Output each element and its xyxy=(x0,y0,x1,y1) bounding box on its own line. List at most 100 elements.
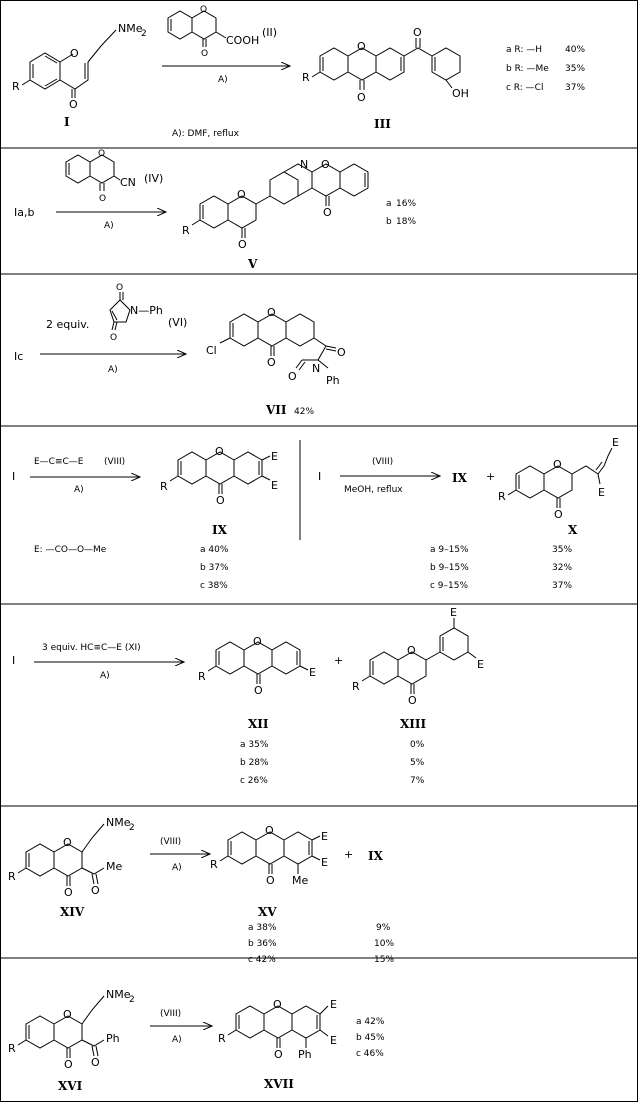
reagent-XI: 3 equiv. HC≡C—E (XI) xyxy=(42,643,141,653)
ester-E-1: E xyxy=(330,998,337,1011)
yield-IX-c: c 38% xyxy=(200,581,228,591)
compound-X: O O E E R X xyxy=(498,436,619,537)
oxo-label: O xyxy=(64,1058,73,1071)
r-group: R xyxy=(8,870,16,883)
reactant-Ic: Ic xyxy=(14,350,23,363)
oxo-label: O xyxy=(69,98,78,111)
yield-XII-a: a 35% xyxy=(240,740,269,750)
ring-oxygen: O xyxy=(253,635,262,648)
compound-label-XII: XII xyxy=(248,717,269,731)
yield-label-a: a R: —H xyxy=(506,45,542,55)
reagent-oxo: O xyxy=(99,194,106,204)
yield-IX-c: c 9–15% xyxy=(430,581,468,591)
yield-value-c: 37% xyxy=(565,83,585,93)
yield-XV-c: c 42% xyxy=(248,955,276,965)
methyl-label: Me xyxy=(292,874,308,887)
ester-E-1: E xyxy=(612,436,619,449)
nme2-subscript: 2 xyxy=(129,823,135,833)
compound-XVII: O O E E Ph R XVII xyxy=(218,998,337,1091)
phenyl-label: Ph xyxy=(298,1048,312,1061)
reagent-label-VIII: (VIII) xyxy=(160,837,181,847)
ring-oxygen: O xyxy=(63,836,72,849)
ester-E-2: E xyxy=(330,1034,337,1047)
reagent-label-II: (II) xyxy=(262,26,277,39)
condition-8: A) xyxy=(172,1035,182,1045)
yield-XIII-c: 7% xyxy=(410,776,425,786)
ester-E-2: E xyxy=(271,479,278,492)
oh-label: OH xyxy=(452,87,469,100)
oxo-label: O xyxy=(408,694,417,707)
oxo-label: O xyxy=(267,356,276,369)
yield-XV-b: b 36% xyxy=(248,939,277,949)
product-IX-ref: IX xyxy=(452,471,468,485)
cn-label: CN xyxy=(120,176,136,189)
yield-VII: 42% xyxy=(294,407,314,417)
yield-IX-c: 15% xyxy=(374,955,394,965)
yield-XVII-b: b 45% xyxy=(356,1033,385,1043)
yield-XIII-b: 5% xyxy=(410,758,425,768)
reaction-4: I E—C≡C—E (VIII) A) O O E E R IX E: —CO—… xyxy=(12,445,278,591)
compound-label-XVI: XVI xyxy=(58,1079,83,1093)
ester-E-2: E xyxy=(321,856,328,869)
ring-oxygen: O xyxy=(215,445,224,458)
ester-E-2: E xyxy=(598,486,605,499)
nme2-label: NMe xyxy=(106,988,131,1001)
reagent-VI: O O N—Ph 2 equiv. (VI) xyxy=(46,283,187,343)
yield-XII-b: b 28% xyxy=(240,758,269,768)
reaction-7: O NMe 2 O O Me R XIV (VIII) A) O O E E M… xyxy=(8,816,394,965)
r-group: R xyxy=(160,480,168,493)
yield-value-a: 40% xyxy=(565,45,585,55)
r-group: R xyxy=(498,490,506,503)
reactant-I: I xyxy=(318,470,321,483)
oxo-label: O xyxy=(254,684,263,697)
yield-XVII-c: c 46% xyxy=(356,1049,384,1059)
compound-XIV: O NMe 2 O O Me R XIV xyxy=(8,816,135,919)
reagent-label-VIII: (VIII) xyxy=(372,457,393,467)
condition-5: MeOH, reflux xyxy=(344,485,403,495)
compound-IX: O O E E R IX xyxy=(160,445,278,537)
yield-label-b: b R: —Me xyxy=(506,64,549,74)
yields-III: a R: —H 40% b R: —Me 35% c R: —Cl 37% xyxy=(506,45,585,93)
ester-E-1: E xyxy=(271,450,278,463)
compound-XII: O O E R XII xyxy=(198,635,316,731)
condition-1: A) xyxy=(218,75,228,85)
yield-value-b: 35% xyxy=(565,64,585,74)
reagent-VIII-formula: E—C≡C—E xyxy=(34,457,84,467)
reagent-label-VI: (VI) xyxy=(168,316,187,329)
r-group: R xyxy=(8,1042,16,1055)
ring-oxygen-2: O xyxy=(321,158,330,171)
reactant-I: I xyxy=(12,654,15,667)
compound-label-I: I xyxy=(64,115,70,129)
compound-label-XIV: XIV xyxy=(60,905,85,919)
reagent-label-VIII: (VIII) xyxy=(104,457,125,467)
r-group: R xyxy=(198,670,206,683)
nme2-label: NMe xyxy=(118,22,143,35)
plus-sign: + xyxy=(486,470,495,483)
compound-V: O O N O O R V xyxy=(182,158,369,271)
oxo-label-2: O xyxy=(323,206,332,219)
yield-XII-c: c 26% xyxy=(240,776,268,786)
yield-value-b: 18% xyxy=(396,217,416,227)
yield-value-a: 16% xyxy=(396,199,416,209)
ester-E-1: E xyxy=(450,606,457,619)
yield-IX-a: 9% xyxy=(376,923,391,933)
ester-E-2: E xyxy=(477,658,484,671)
ring-oxygen: O xyxy=(265,824,274,837)
yield-label-b: b xyxy=(386,217,392,227)
equiv-label: 2 equiv. xyxy=(46,318,89,331)
yield-IX-a: a 9–15% xyxy=(430,545,469,555)
ester-E-1: E xyxy=(321,830,328,843)
reagent-oxo-1: O xyxy=(116,283,123,293)
reagent-II: O O COOH (II) xyxy=(167,5,277,59)
condition-4: A) xyxy=(74,485,84,495)
ring-oxygen: O xyxy=(357,40,366,53)
imide-oxo-2: O xyxy=(288,370,297,383)
nme2-label: NMe xyxy=(106,816,131,829)
keto-oxygen: O xyxy=(91,1056,100,1069)
compound-XIII: O O E E R XIII xyxy=(352,606,484,731)
ring-oxygen: O xyxy=(63,1008,72,1021)
keto-oxygen: O xyxy=(91,884,100,897)
compound-label-VII: VII xyxy=(265,403,287,417)
condition-3: A) xyxy=(108,365,118,375)
